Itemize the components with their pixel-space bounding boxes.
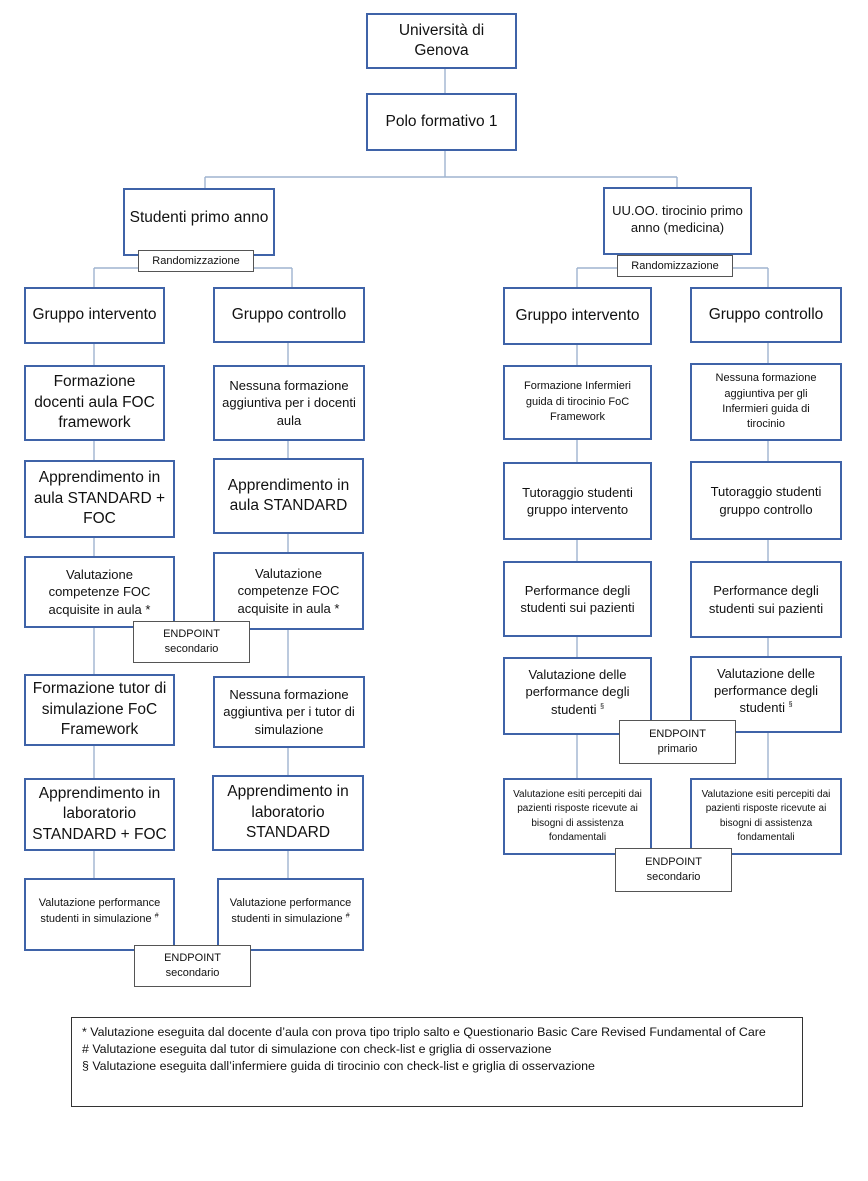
left-intervention-faculty-training: Formazione docenti aula FOC framework [24, 365, 165, 441]
left-control-assessment: Valutazione competenze FOC acquisite in … [213, 552, 364, 630]
polo-label: Polo formativo 1 [385, 112, 498, 130]
right-intervention-title: Gruppo intervento [515, 306, 640, 324]
left-randomization-tag: Randomizzazione [138, 250, 254, 272]
hash-mark: # [345, 911, 350, 919]
left-intervention-assessment-text: Valutazione competenze FOC acquisite in … [32, 566, 167, 617]
right-intervention-title-box: Gruppo intervento [503, 287, 652, 345]
right-control-outcomes: Valutazione esiti percepiti dai pazienti… [690, 778, 842, 855]
star-mark: * [145, 601, 151, 617]
left-control-lab: Apprendimento in laboratorio STANDARD [212, 775, 364, 851]
left-control-lab-label: Apprendimento in laboratorio STANDARD [227, 783, 349, 842]
right-intervention-training-label: Formazione Infermieri guida di tirocinio… [524, 380, 631, 424]
left-randomization-label: Randomizzazione [152, 254, 240, 267]
left-control-tutor-training-label: Nessuna formazione aggiuntiva per i tuto… [223, 687, 355, 737]
left-intervention-assessment: Valutazione competenze FOC acquisite in … [24, 556, 175, 628]
left-head-label: Studenti primo anno [129, 208, 269, 226]
right-intervention-training: Formazione Infermieri guida di tirocinio… [503, 365, 652, 440]
left-control-faculty-training: Nessuna formazione aggiuntiva per i doce… [213, 365, 365, 441]
right-endpoint-primary-label: ENDPOINT primario [649, 728, 706, 755]
left-endpoint-secondary-2-label: ENDPOINT secondario [164, 952, 221, 979]
left-intervention-sim-assessment: Valutazione performance studenti in simu… [24, 878, 175, 951]
university-label: Università di Genova [398, 21, 485, 59]
left-control-sim-assessment-text: Valutazione performance studenti in simu… [229, 896, 352, 927]
right-control-tutoring: Tutoraggio studenti gruppo controllo [690, 461, 842, 540]
right-intervention-performance-label: Performance degli studenti sui pazienti [520, 582, 635, 615]
right-intervention-tutoring-label: Tutoraggio studenti gruppo intervento [522, 484, 633, 517]
left-intervention-sim-assessment-label: Valutazione performance studenti in simu… [38, 897, 161, 925]
right-intervention-evaluation-label: Valutazione delle performance degli stud… [525, 667, 630, 717]
left-intervention-tutor-training-label: Formazione tutor di simulazione FoC Fram… [32, 680, 167, 739]
right-control-training: Nessuna formazione aggiuntiva per gli In… [690, 363, 842, 441]
right-endpoint-secondary: ENDPOINT secondario [615, 848, 732, 892]
left-intervention-tutor-training: Formazione tutor di simulazione FoC Fram… [24, 674, 175, 746]
right-control-evaluation-text: Valutazione delle performance degli stud… [696, 665, 836, 716]
right-intervention-outcomes: Valutazione esiti percepiti dai pazienti… [503, 778, 652, 855]
right-control-outcomes-label: Valutazione esiti percepiti dai pazienti… [701, 789, 831, 843]
hash-mark: # [154, 911, 159, 919]
right-control-tutoring-label: Tutoraggio studenti gruppo controllo [710, 484, 822, 517]
left-control-sim-assessment-label: Valutazione performance studenti in simu… [229, 897, 352, 925]
footnote-hash: # Valutazione eseguita dal tutor di simu… [82, 1042, 552, 1057]
left-intervention-assessment-label: Valutazione competenze FOC acquisite in … [48, 567, 151, 617]
left-intervention-title-box: Gruppo intervento [24, 287, 165, 344]
section-mark: § [788, 701, 793, 709]
left-intervention-lab: Apprendimento in laboratorio STANDARD + … [24, 778, 175, 851]
left-intervention-classroom: Apprendimento in aula STANDARD + FOC [24, 460, 175, 538]
star-mark: * [334, 600, 340, 616]
left-intervention-faculty-training-label: Formazione docenti aula FOC framework [34, 373, 155, 432]
left-intervention-lab-label: Apprendimento in laboratorio STANDARD + … [32, 784, 167, 843]
right-head-label: UU.OO. tirocinio primo anno (medicina) [612, 202, 743, 235]
left-control-sim-assessment: Valutazione performance studenti in simu… [217, 878, 364, 951]
left-control-tutor-training: Nessuna formazione aggiuntiva per i tuto… [213, 676, 365, 748]
section-mark: § [600, 703, 605, 711]
right-randomization-tag: Randomizzazione [617, 255, 733, 277]
left-control-classroom-label: Apprendimento in aula STANDARD [227, 476, 350, 514]
right-control-performance: Performance degli studenti sui pazienti [690, 561, 842, 638]
left-endpoint-secondary-1-label: ENDPOINT secondario [163, 628, 220, 655]
left-intervention-classroom-label: Apprendimento in aula STANDARD + FOC [33, 469, 166, 528]
right-endpoint-secondary-label: ENDPOINT secondario [645, 856, 702, 883]
right-endpoint-primary: ENDPOINT primario [619, 720, 736, 764]
right-intervention-evaluation-text: Valutazione delle performance degli stud… [509, 666, 646, 717]
right-intervention-outcomes-label: Valutazione esiti percepiti dai pazienti… [513, 789, 642, 843]
footnotes-box: * Valutazione eseguita dal docente d’aul… [71, 1017, 803, 1107]
left-control-faculty-training-label: Nessuna formazione aggiuntiva per i doce… [222, 378, 356, 428]
left-control-title-box: Gruppo controllo [213, 287, 365, 343]
polo-box: Polo formativo 1 [366, 93, 517, 151]
right-control-title-box: Gruppo controllo [690, 287, 842, 343]
footnote-star: * Valutazione eseguita dal docente d’aul… [82, 1025, 766, 1039]
left-control-assessment-label: Valutazione competenze FOC acquisite in … [237, 566, 340, 616]
left-endpoint-secondary-1: ENDPOINT secondario [133, 621, 250, 663]
left-endpoint-secondary-2: ENDPOINT secondario [134, 945, 251, 987]
university-box: Università di Genova [366, 13, 517, 69]
left-control-classroom: Apprendimento in aula STANDARD [213, 458, 364, 534]
left-control-assessment-text: Valutazione competenze FOC acquisite in … [221, 565, 356, 616]
right-intervention-tutoring: Tutoraggio studenti gruppo intervento [503, 462, 652, 540]
right-control-training-label: Nessuna formazione aggiuntiva per gli In… [715, 372, 817, 431]
right-control-performance-label: Performance degli studenti sui pazienti [708, 583, 824, 616]
right-head-box: UU.OO. tirocinio primo anno (medicina) [603, 187, 752, 255]
right-control-title: Gruppo controllo [708, 305, 824, 323]
right-control-evaluation-label: Valutazione delle performance degli stud… [713, 665, 819, 716]
left-control-title: Gruppo controllo [231, 305, 347, 323]
right-randomization-label: Randomizzazione [631, 259, 719, 272]
right-intervention-performance: Performance degli studenti sui pazienti [503, 561, 652, 637]
left-intervention-title: Gruppo intervento [32, 306, 157, 324]
footnote-section: § Valutazione eseguita dall’infermiere g… [82, 1059, 595, 1074]
left-head-box: Studenti primo anno [123, 188, 275, 256]
left-intervention-sim-assessment-text: Valutazione performance studenti in simu… [36, 896, 163, 927]
